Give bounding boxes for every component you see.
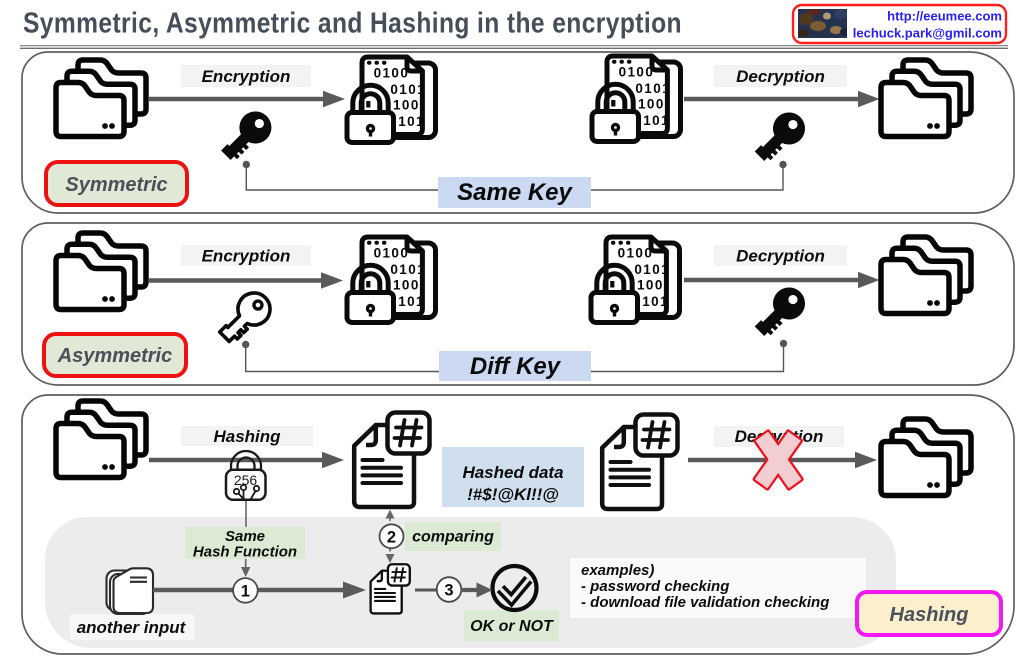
svg-text:Decryption: Decryption <box>736 247 825 266</box>
svg-text:Encryption: Encryption <box>202 67 291 86</box>
svg-text:Hashing: Hashing <box>213 427 281 446</box>
svg-text:Asymmetric: Asymmetric <box>57 345 173 367</box>
svg-text:Hashing: Hashing <box>890 604 969 626</box>
svg-text:256: 256 <box>234 472 258 488</box>
svg-text:Encryption: Encryption <box>202 247 291 266</box>
svg-text:http://eeumee.com: http://eeumee.com <box>887 9 1002 24</box>
svg-text:Hash Function: Hash Function <box>193 544 297 561</box>
svg-text:examples): examples) <box>581 562 654 579</box>
svg-text:another input: another input <box>77 618 187 637</box>
svg-text:!#$!@Kl!!@: !#$!@Kl!!@ <box>467 485 559 504</box>
svg-text:Symmetric, Asymmetric and Hash: Symmetric, Asymmetric and Hashing in the… <box>23 7 682 39</box>
svg-text:Hashed data: Hashed data <box>462 463 563 482</box>
svg-text:Same Key: Same Key <box>457 179 573 206</box>
svg-text:Symmetric: Symmetric <box>65 174 167 196</box>
svg-text:lechuck.park@gmil.com: lechuck.park@gmil.com <box>853 26 1002 41</box>
svg-text:- password checking: - password checking <box>581 578 729 595</box>
svg-text:1: 1 <box>241 583 250 601</box>
svg-text:- download file validation che: - download file validation checking <box>581 594 829 611</box>
svg-text:Diff Key: Diff Key <box>470 353 562 380</box>
svg-text:3: 3 <box>444 582 453 600</box>
svg-text:Same: Same <box>225 528 265 545</box>
svg-text:comparing: comparing <box>412 529 494 546</box>
svg-text:Decryption: Decryption <box>736 67 825 86</box>
svg-text:OK or NOT: OK or NOT <box>470 618 554 635</box>
svg-text:2: 2 <box>387 529 396 547</box>
